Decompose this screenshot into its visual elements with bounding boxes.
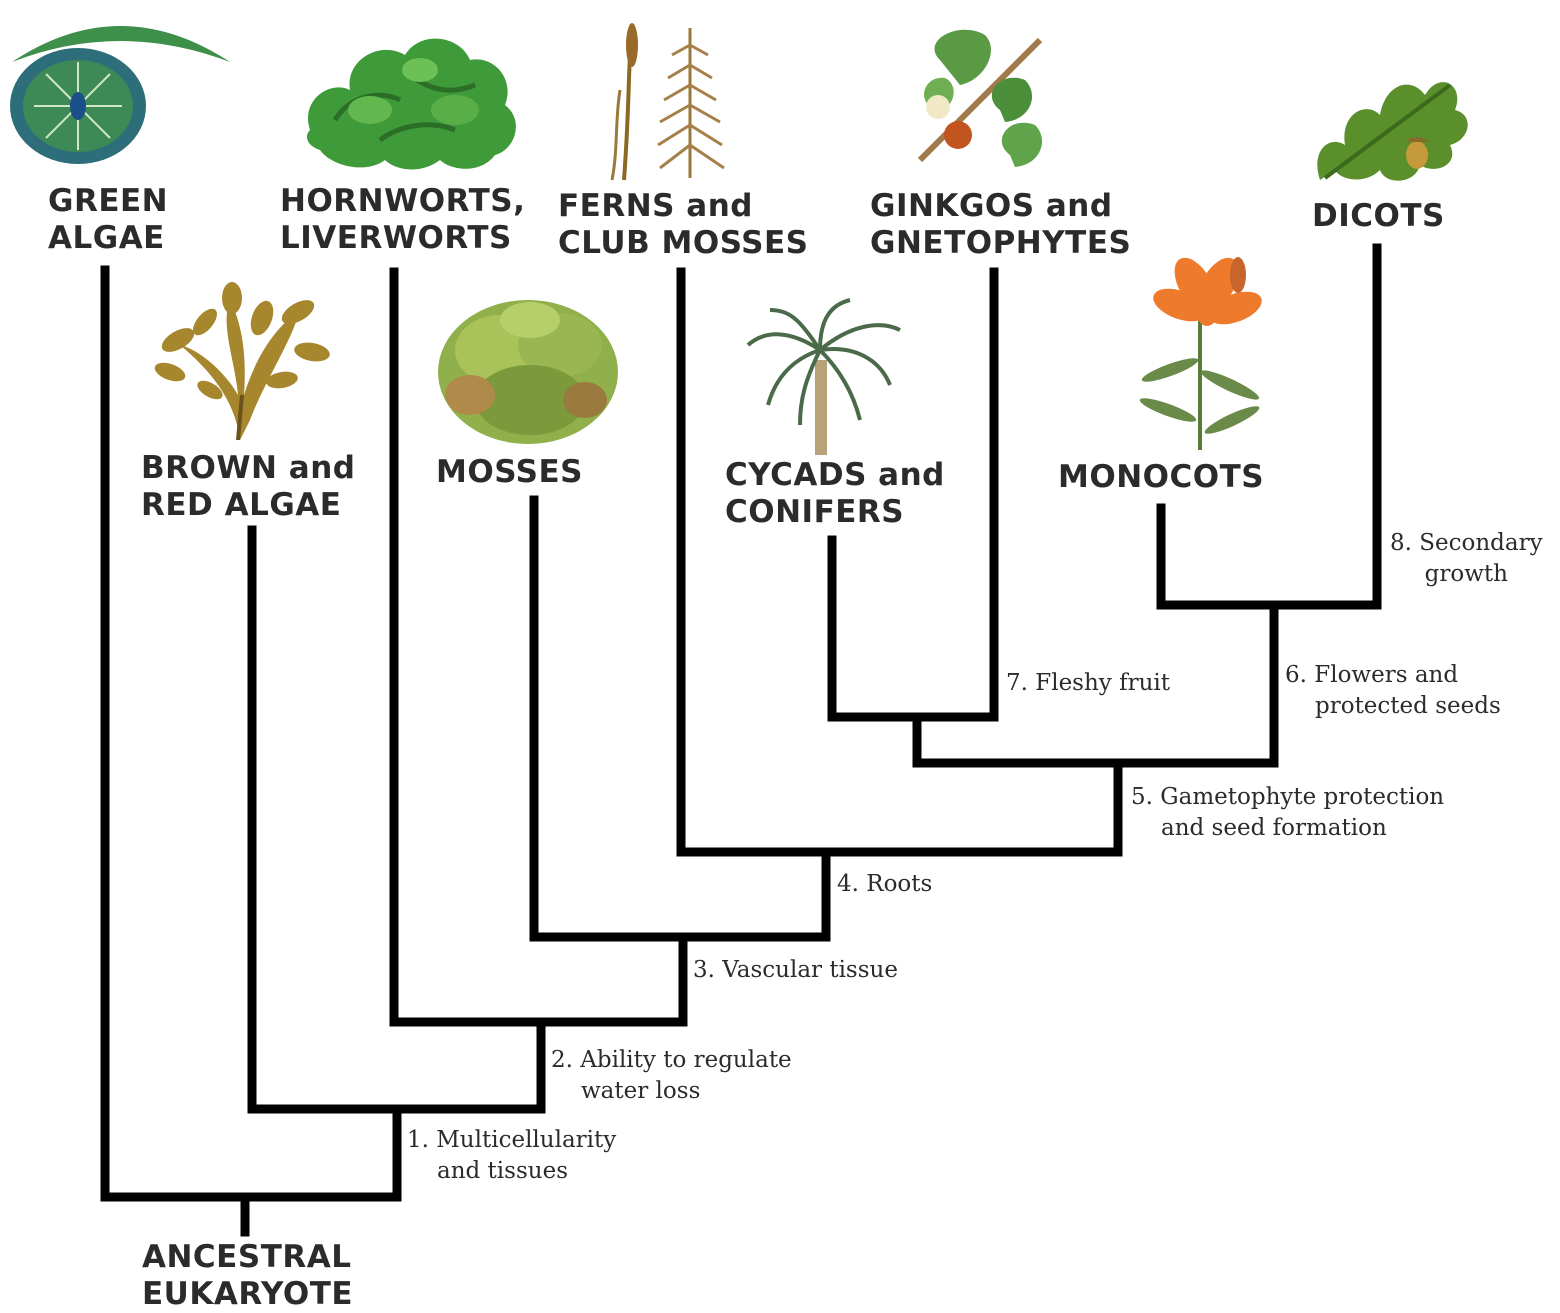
trait-line: water loss [551, 1076, 792, 1107]
moss-illustration [438, 300, 618, 444]
taxon-line: HORNWORTS, [280, 183, 525, 220]
taxon-line: LIVERWORTS [280, 220, 525, 257]
seaweed-illustration [152, 282, 331, 440]
taxon-label-dicots: DICOTS [1312, 198, 1445, 235]
taxon-line: CYCADS and [725, 457, 945, 494]
trait-line: 5. Gametophyte protection [1131, 784, 1444, 810]
trait-line: and tissues [407, 1156, 616, 1187]
root-line: EUKARYOTE [142, 1276, 353, 1313]
taxon-line: RED ALGAE [141, 487, 355, 524]
trait-line: 4. Roots [837, 871, 932, 897]
trait-line: 6. Flowers and [1285, 662, 1458, 688]
taxon-line: MONOCOTS [1058, 459, 1264, 496]
taxon-label-monocots: MONOCOTS [1058, 459, 1264, 496]
trait-line: growth [1390, 559, 1543, 590]
trait-label-8: 8. Secondary growth [1390, 528, 1543, 590]
root-label-ancestral-eukaryote: ANCESTRAL EUKARYOTE [142, 1239, 353, 1313]
trait-label-6: 6. Flowers and protected seeds [1285, 660, 1501, 722]
taxon-line: GINKGOS and [870, 188, 1131, 225]
taxon-label-cycads-conifers: CYCADS and CONIFERS [725, 457, 945, 531]
trait-line: protected seeds [1285, 691, 1501, 722]
taxon-label-mosses: MOSSES [436, 454, 583, 491]
taxon-line: GNETOPHYTES [870, 225, 1131, 262]
taxon-label-green-algae: GREEN ALGAE [48, 183, 168, 257]
trait-line: 3. Vascular tissue [693, 957, 898, 983]
taxon-line: DICOTS [1312, 198, 1445, 235]
root-line: ANCESTRAL [142, 1239, 353, 1276]
lily-illustration [1138, 251, 1266, 450]
taxon-line: CLUB MOSSES [558, 225, 808, 262]
palm-cycad-illustration [748, 300, 900, 455]
trait-label-3: 3. Vascular tissue [693, 955, 898, 986]
trait-line: and seed formation [1131, 813, 1444, 844]
trait-label-7: 7. Fleshy fruit [1006, 668, 1170, 699]
fern-illustration [612, 23, 724, 180]
oak-leaf-illustration [1317, 82, 1467, 181]
trait-line: 2. Ability to regulate [551, 1047, 792, 1073]
liverwort-illustration [307, 39, 516, 170]
taxon-line: BROWN and [141, 450, 355, 487]
taxon-label-hornworts-liverworts: HORNWORTS, LIVERWORTS [280, 183, 525, 257]
trait-line: 8. Secondary [1390, 530, 1543, 556]
taxon-line: FERNS and [558, 188, 808, 225]
trait-line: 1. Multicellularity [407, 1127, 616, 1153]
trait-label-1: 1. Multicellularity and tissues [407, 1125, 616, 1187]
green-algae-illustration [10, 26, 230, 164]
taxon-line: MOSSES [436, 454, 583, 491]
taxon-line: CONIFERS [725, 494, 945, 531]
trait-label-2: 2. Ability to regulate water loss [551, 1045, 792, 1107]
ginkgo-illustration [920, 30, 1042, 167]
trait-label-4: 4. Roots [837, 869, 932, 900]
taxon-label-brown-red-algae: BROWN and RED ALGAE [141, 450, 355, 524]
taxon-label-ferns-club-mosses: FERNS and CLUB MOSSES [558, 188, 808, 262]
taxon-line: GREEN [48, 183, 168, 220]
trait-line: 7. Fleshy fruit [1006, 670, 1170, 696]
trait-label-5: 5. Gametophyte protection and seed forma… [1131, 782, 1444, 844]
taxon-label-ginkgos-gnetophytes: GINKGOS and GNETOPHYTES [870, 188, 1131, 262]
taxon-line: ALGAE [48, 220, 168, 257]
